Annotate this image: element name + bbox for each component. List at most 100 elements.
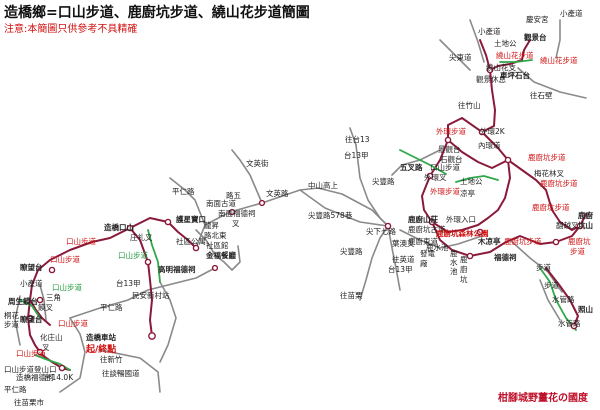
map-label: 照山 [578,304,593,314]
trail-koushan-spur [29,299,51,326]
map-label: 造橋福德祠 [16,372,54,382]
road-west-small2 [39,284,47,321]
map-label: 觀景台 [524,32,547,42]
map-label: 坑 [460,274,468,284]
node [211,264,219,272]
map-label: 口山步道 [118,250,148,260]
trail-koushan-east [129,217,197,249]
map-label: 口山步道 [66,236,96,246]
road-wenying [231,149,263,204]
map-label: 小產道 [478,26,501,36]
map-label: 慶安宮 [526,14,549,24]
map-label: 平仁路 [172,186,195,196]
node [36,348,44,356]
trail-luchukeng [507,159,561,223]
map-label: 外環2K [480,126,506,136]
map-label: 高明福德祠 [158,264,196,274]
map-label: 往竹山 [458,100,481,110]
alt-trail-north [499,59,533,63]
node [428,218,436,226]
map-label: 化庄山 [40,332,63,342]
alt-trail-koushan-1 [147,229,161,283]
map-credit: 柑腳城野薑花の國度 [498,393,588,404]
map-label: 口山步道 [50,254,80,264]
node [144,258,152,266]
map-label: 口山步道 [52,282,82,292]
node [504,156,512,164]
map-label: 繞山花步道 [540,55,578,65]
node [486,66,494,74]
map-label: 往談暢國道 [102,368,140,378]
map-label: 台13甲 [388,264,413,274]
map-label: 內環道 [478,140,501,150]
alt-trail-inner [455,175,499,183]
node [258,199,266,207]
map-label: 龍昇 [204,220,219,230]
map-label: 外環入口 [446,214,476,224]
map-label: 木凉亭 [477,236,501,246]
map-label: 繞山花支 [486,62,516,72]
map-label: 庄礼叉 [130,232,153,242]
trail-koushan-ridge [129,227,153,337]
road-to-tai13 [349,127,357,146]
map-label: 鹿廚坑古道 [408,224,446,234]
map-label: 造橋車站 [86,332,116,342]
map-label: 鹿廚坑步道 [528,152,566,162]
map-label: 車坪石台 [500,70,530,80]
map-label: 發電 [420,249,435,258]
map-label: 土地公 [460,176,483,186]
node [478,128,486,136]
node [148,332,156,340]
node [466,252,474,260]
road-south [59,317,86,393]
map-label: 外環叉 [424,172,447,182]
node [576,222,584,230]
road-central [195,189,389,249]
map-label: 小產道 [20,278,43,288]
map-label: 翻越叉 [556,220,579,230]
map-label: 社區公寓 [176,236,206,246]
map-label: 往苗栗 [340,290,363,300]
map-label: 往苗栗市 [14,397,44,407]
trails [27,39,587,371]
map-label: 尖下七路 [366,226,396,236]
map-label: 口山步道 [58,318,88,328]
map-label: 台13甲 [116,278,141,288]
map-label: 台14.0K [44,372,74,382]
map-label: 尖豐路 [340,246,363,256]
map-label: 往石壁 [530,90,553,100]
map-label: 民安新村站 [132,290,170,300]
node [552,238,560,246]
map-label: 鹿廚坑森林公園 [436,228,489,238]
road-south-branch [99,349,161,393]
road-ne [517,67,587,99]
road-west-small [14,295,21,346]
road-jianfeng [387,225,401,291]
alt-trail-west [19,299,41,319]
map-label: 步道 [4,319,19,329]
map-label: 外環步道 [436,126,466,136]
map-label: 尖東道 [449,52,472,62]
map-label: 福德祠 [493,252,517,262]
node [476,228,484,236]
map-label: 起/終點 [85,343,116,355]
road-ne2 [555,19,561,59]
map-label: 口山步道登山口 [4,364,57,374]
map-label: 饃叉 [38,302,53,312]
trail-luchu-up [559,213,587,231]
map-label: 往英道 [392,254,415,264]
map-label: 步道 [544,280,559,290]
map-label: 小產道 [560,8,583,18]
node [36,296,44,304]
map-label: 口山步道 [16,348,46,358]
map-label: 三角 [46,292,61,302]
map-label: 桐花 [4,310,19,320]
map-label: 文英街 [246,158,269,168]
alt-trail-east [539,267,577,331]
alt-trail-wuchalu [399,149,447,175]
map-label: 口山步道 [430,162,460,172]
map-label: 造橋口山 [104,222,134,232]
map-label: 平仁路 [100,302,123,312]
map-label: 葉澳叉 [392,238,415,248]
